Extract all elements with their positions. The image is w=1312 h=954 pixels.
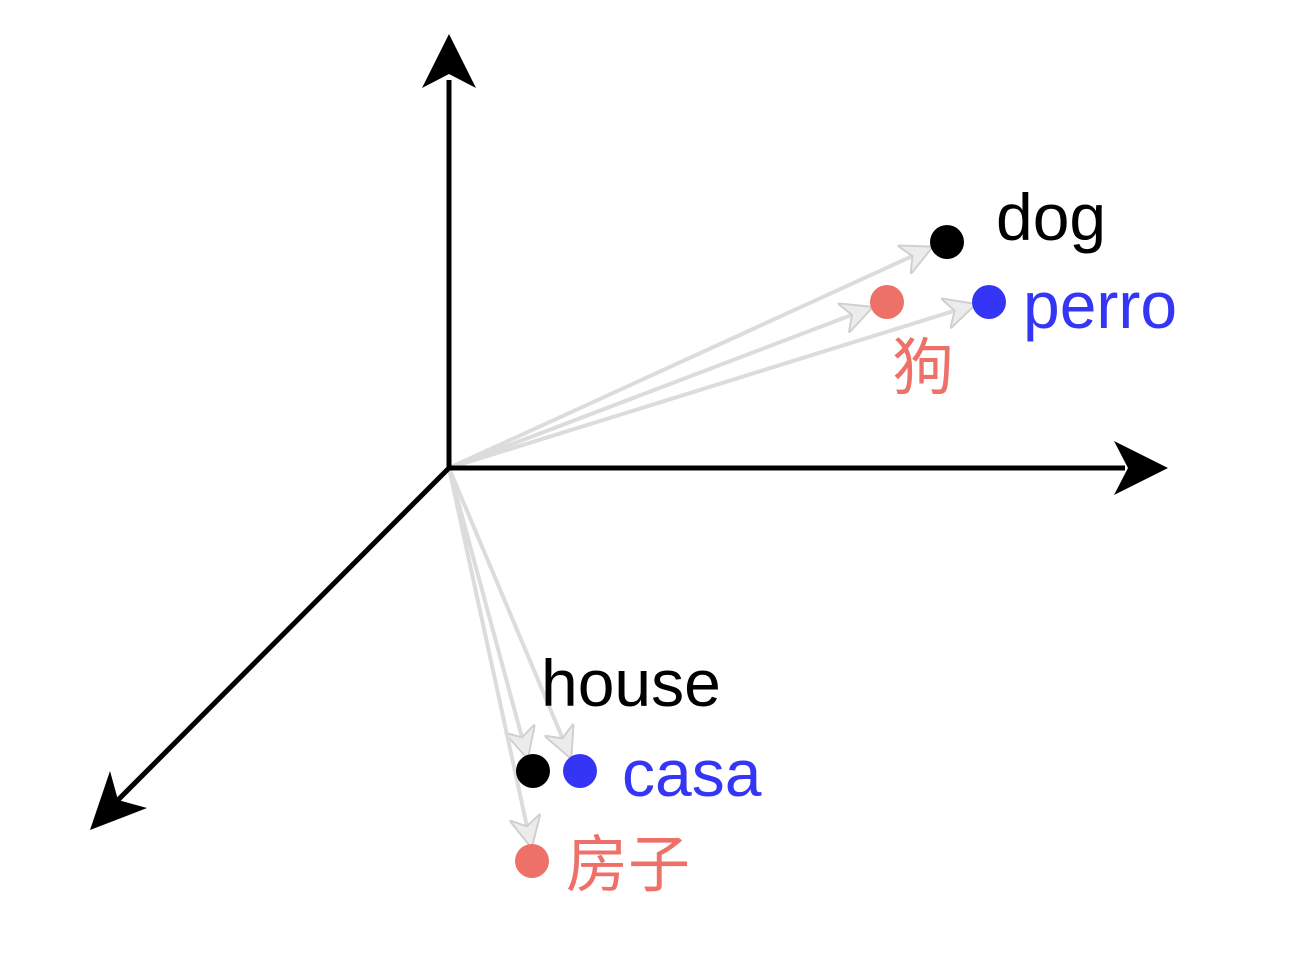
word-points (515, 225, 1006, 878)
point-gou (870, 285, 904, 319)
point-casa (563, 754, 597, 788)
y-axis-arrowhead (422, 34, 476, 88)
word-labels: dog perro 狗 house casa 房子 (541, 180, 1177, 901)
point-house (516, 754, 550, 788)
vector-perro (447, 305, 973, 470)
point-fangzi (515, 844, 549, 878)
label-perro: perro (1023, 268, 1177, 342)
z-axis-arrowhead (90, 771, 147, 830)
embedding-vectors (447, 248, 973, 845)
vector-house (447, 466, 527, 756)
label-gou: 狗 (892, 331, 954, 404)
z-axis (116, 465, 452, 802)
label-casa: casa (622, 736, 762, 810)
point-perro (972, 285, 1006, 319)
label-dog: dog (996, 180, 1106, 254)
x-axis-arrowhead (1114, 441, 1168, 495)
vector-casa (447, 466, 570, 756)
label-fangzi: 房子 (566, 828, 690, 901)
vector-gou (447, 308, 870, 470)
label-house: house (541, 646, 721, 720)
vector-fangzi (447, 466, 531, 845)
point-dog (930, 225, 964, 259)
axes (90, 34, 1168, 830)
vector-dog (447, 248, 930, 470)
